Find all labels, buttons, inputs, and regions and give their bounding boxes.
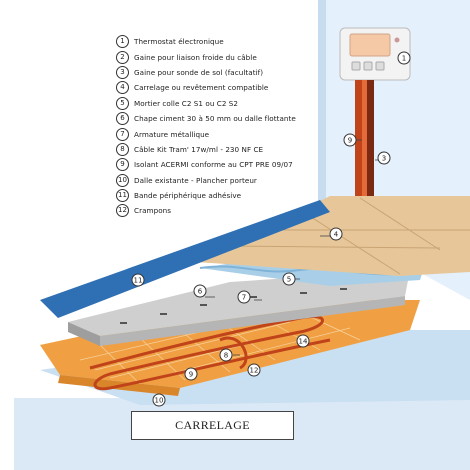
callout-10: 10 bbox=[152, 393, 166, 407]
legend-item: 11 Bande périphérique adhésive bbox=[116, 188, 341, 203]
legend-text: Armature métallique bbox=[134, 129, 210, 139]
svg-text:8: 8 bbox=[224, 352, 228, 360]
thermostat bbox=[339, 27, 411, 81]
legend-item: 5 Mortier colle C2 S1 ou C2 S2 bbox=[116, 96, 341, 111]
callout-14: 14 bbox=[296, 334, 310, 348]
legend-number: 2 bbox=[116, 50, 129, 64]
insulation bbox=[40, 300, 420, 388]
legend-number: 7 bbox=[116, 127, 129, 141]
legend-text: Gaine pour sonde de sol (facultatif) bbox=[134, 67, 264, 77]
legend-item: 4 Carrelage ou revêtement compatible bbox=[116, 80, 341, 95]
svg-text:12: 12 bbox=[250, 367, 259, 375]
callout-11: 11 bbox=[131, 273, 145, 287]
legend-text: Gaine pour liaison froide du câble bbox=[134, 52, 257, 62]
callout-7: 7 bbox=[237, 290, 251, 304]
callout-6: 6 bbox=[193, 284, 207, 298]
legend-item: 7 Armature métallique bbox=[116, 126, 341, 141]
svg-text:4: 4 bbox=[334, 231, 339, 239]
probe-conduit bbox=[366, 80, 374, 220]
legend-text: Chape ciment 30 à 50 mm ou dalle flottan… bbox=[134, 114, 296, 124]
legend-text: Thermostat électronique bbox=[134, 37, 224, 47]
legend-number: 6 bbox=[116, 112, 129, 126]
peripheral-strip bbox=[40, 200, 330, 318]
legend-text: Mortier colle C2 S1 ou C2 S2 bbox=[134, 98, 239, 108]
svg-text:7: 7 bbox=[242, 294, 246, 302]
svg-text:9: 9 bbox=[348, 137, 352, 145]
callout-12: 12 bbox=[247, 363, 261, 377]
svg-text:1: 1 bbox=[402, 55, 406, 63]
callout-5: 5 bbox=[282, 272, 296, 286]
svg-text:10: 10 bbox=[155, 397, 164, 405]
legend-item: 2 Gaine pour liaison froide du câble bbox=[116, 49, 341, 64]
caption-box: CARRELAGE bbox=[131, 411, 294, 440]
legend-number: 10 bbox=[116, 173, 129, 187]
callout-2: 9 bbox=[343, 133, 357, 147]
legend-text: Bande périphérique adhésive bbox=[134, 191, 242, 201]
legend-number: 3 bbox=[116, 65, 129, 79]
legend-text: Câble Kit Tram' 17w/ml - 230 NF CE bbox=[134, 144, 264, 154]
callout-3: 3 bbox=[377, 151, 391, 165]
legend-number: 5 bbox=[116, 96, 129, 110]
legend: 1 Thermostat électronique 2 Gaine pour lia… bbox=[116, 34, 341, 219]
legend-number: 4 bbox=[116, 81, 129, 95]
legend-item: 12 Crampons bbox=[116, 203, 341, 218]
legend-item: 3 Gaine pour sonde de sol (facultatif) bbox=[116, 65, 341, 80]
screed bbox=[68, 270, 410, 336]
legend-number: 8 bbox=[116, 142, 129, 156]
svg-text:5: 5 bbox=[287, 276, 291, 284]
cable-conduit bbox=[355, 80, 363, 220]
heating-cable bbox=[89, 315, 331, 391]
callout-4: 4 bbox=[329, 227, 343, 241]
svg-text:6: 6 bbox=[198, 288, 203, 296]
legend-item: 10 Dalle existante - Plancher porteur bbox=[116, 173, 341, 188]
svg-text:11: 11 bbox=[134, 277, 143, 285]
legend-number: 1 bbox=[116, 35, 129, 49]
svg-text:14: 14 bbox=[299, 338, 308, 346]
legend-number: 9 bbox=[116, 158, 129, 172]
callout-1: 1 bbox=[397, 51, 411, 65]
legend-text: Crampons bbox=[134, 206, 172, 216]
legend-text: Isolant ACERMI conforme au CPT PRE 09/07 bbox=[134, 160, 293, 170]
svg-text:3: 3 bbox=[382, 155, 386, 163]
legend-item: 6 Chape ciment 30 à 50 mm ou dalle flotta… bbox=[116, 111, 341, 126]
svg-text:9: 9 bbox=[189, 371, 193, 379]
legend-text: Carrelage ou revêtement compatible bbox=[134, 83, 269, 93]
callout-8: 8 bbox=[219, 348, 233, 362]
legend-item: 1 Thermostat électronique bbox=[116, 34, 341, 49]
crampons bbox=[120, 288, 347, 324]
legend-item: 9 Isolant ACERMI conforme au CPT PRE 09/0… bbox=[116, 157, 341, 172]
legend-number: 12 bbox=[116, 204, 129, 218]
wall-edge bbox=[318, 0, 326, 226]
legend-item: 8 Câble Kit Tram' 17w/ml - 230 NF CE bbox=[116, 142, 341, 157]
callout-9: 9 bbox=[184, 367, 198, 381]
legend-number: 11 bbox=[116, 189, 129, 203]
legend-text: Dalle existante - Plancher porteur bbox=[134, 175, 257, 185]
